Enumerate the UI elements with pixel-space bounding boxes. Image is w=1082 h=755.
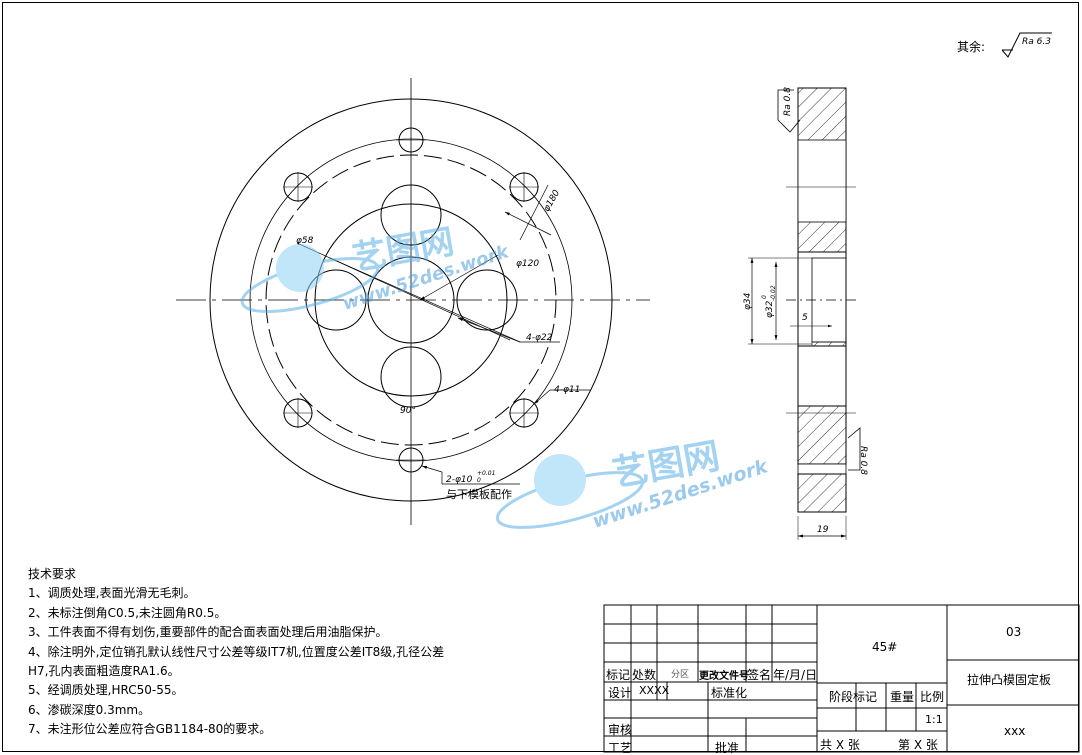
scale-value: 1:1 bbox=[925, 713, 943, 726]
dim-4phi11: 4-φ11 bbox=[554, 385, 580, 395]
dim-5: 5 bbox=[802, 313, 808, 323]
tech-item-4: 4、除注明外,定位销孔默认线性尺寸公差等级IT7机,位置度公差IT8级,孔径公差 bbox=[28, 644, 445, 659]
tech-item-7: 7、未注形位公差应符合GB1184-80的要求。 bbox=[28, 722, 272, 737]
roughness-value: Ra 6.3 bbox=[1022, 37, 1051, 47]
ra-bottom-label: Ra 0.8 bbox=[858, 446, 868, 475]
design-value: XXXX bbox=[639, 684, 670, 697]
tech-item-2: 2、未标注倒角C0.5,未注圆角R0.5。 bbox=[28, 605, 227, 620]
design-label: 设计 bbox=[608, 686, 633, 700]
section-bottom bbox=[797, 405, 847, 465]
tech-title: 技术要求 bbox=[28, 567, 77, 581]
part-name: 拉伸凸模固定板 bbox=[967, 673, 1052, 687]
sheet-number: 第 X 张 bbox=[898, 738, 938, 752]
dim-phi32-tol-lower: -0.02 bbox=[770, 285, 777, 301]
dim-4phi22: 4-φ22 bbox=[526, 333, 553, 343]
roughness-label: 其余: bbox=[957, 40, 986, 54]
company: xxx bbox=[1004, 724, 1026, 738]
side-view: Ra 0.8 Ra 0.8 φ34 φ32 0 -0.02 5 19 bbox=[743, 87, 868, 540]
drawing-number: 03 bbox=[1006, 625, 1022, 639]
header-mark: 标记 bbox=[606, 668, 631, 682]
dim-90deg: 90° bbox=[400, 406, 416, 416]
process-label: 工艺 bbox=[608, 741, 633, 755]
title-block bbox=[603, 604, 1080, 753]
header-count: 处数 bbox=[632, 668, 657, 682]
note-mold-fit: 与下模板配作 bbox=[446, 487, 512, 501]
header-signature: 签名 bbox=[747, 668, 772, 682]
dim-phi120: φ120 bbox=[516, 259, 539, 269]
material: 45# bbox=[872, 640, 898, 654]
dim-2phi10: 2-φ10 bbox=[446, 475, 473, 485]
technical-requirements: 技术要求 1、调质处理,表面光滑无毛刺。 2、未标注倒角C0.5,未注圆角R0.… bbox=[28, 565, 444, 740]
review-label: 审核 bbox=[608, 723, 633, 737]
dim-phi180: φ180 bbox=[542, 188, 562, 213]
total-sheets: 共 X 张 bbox=[820, 738, 860, 752]
watermark-1: 艺图网 www.52des.work bbox=[240, 222, 512, 315]
weight-label: 重量 bbox=[890, 690, 915, 704]
tech-item-5: 5、经调质处理,HRC50-55。 bbox=[28, 683, 184, 698]
tech-item-4-cont: H7,孔内表面粗造度RA1.6。 bbox=[28, 664, 180, 679]
dim-phi32-tol-upper: 0 bbox=[761, 295, 768, 299]
ra-top-label: Ra 0.8 bbox=[783, 87, 793, 116]
dim-phi32: φ32 bbox=[765, 300, 775, 318]
tech-item-3: 3、工件表面不得有划伤,重要部件的配合面表面处理后用油脂保护。 bbox=[28, 625, 388, 640]
scale-label: 比例 bbox=[920, 690, 945, 704]
ra-symbol-bottom bbox=[847, 427, 861, 471]
standard-label: 标准化 bbox=[711, 686, 748, 700]
front-view: φ180 φ58 φ120 4-φ22 4-φ11 90° 2-φ10 +0.0… bbox=[176, 78, 650, 525]
watermark-2: 艺图网 www.52des.work bbox=[495, 436, 772, 533]
header-change-doc: 更改文件号 bbox=[699, 671, 749, 682]
dim-19: 19 bbox=[817, 525, 829, 535]
dim-2phi10-tol-lower: 0 bbox=[477, 477, 481, 484]
general-roughness-note: 其余: bbox=[957, 38, 985, 55]
ra-symbol-top bbox=[777, 89, 801, 133]
tech-item-6: 6、渗碳深度0.3mm。 bbox=[28, 702, 151, 717]
dim-2phi10-tol-upper: +0.01 bbox=[477, 470, 495, 477]
tech-item-1: 1、调质处理,表面光滑无毛刺。 bbox=[28, 586, 196, 601]
stage-label: 阶段标记 bbox=[829, 690, 878, 704]
roughness-symbol: Ra 6.3 bbox=[1001, 32, 1052, 58]
approve-label: 批准 bbox=[715, 741, 740, 755]
header-date: 年/月/日 bbox=[773, 668, 818, 682]
dim-phi34: φ34 bbox=[743, 292, 753, 310]
dim-phi58: φ58 bbox=[296, 236, 314, 246]
header-zone: 分区 bbox=[671, 670, 690, 680]
